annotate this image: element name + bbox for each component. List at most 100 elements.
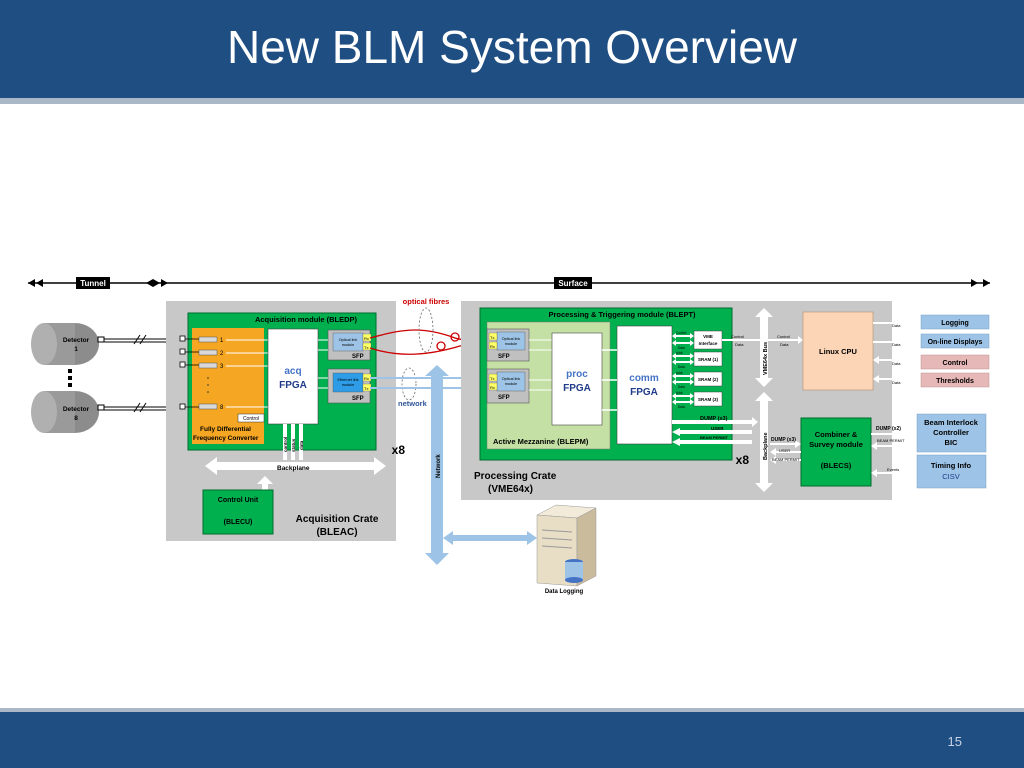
blecs-out-events: Events xyxy=(887,467,899,472)
tiny-data-3: Data xyxy=(678,385,685,389)
proc-tx-1: Tx xyxy=(490,335,494,340)
bus-label-control: control xyxy=(283,437,288,452)
detector-1: Detector 1 xyxy=(31,323,99,365)
timing-label-1: Timing Info xyxy=(931,461,972,470)
tiny-data-1: Data xyxy=(678,346,685,350)
data-logging-label: Data Logging xyxy=(545,589,584,595)
comm-fpga-label-1: comm xyxy=(629,373,659,384)
input-connectors xyxy=(179,335,199,410)
bus-label-status: status xyxy=(291,438,296,452)
sram-1-label: SRAM (1) xyxy=(698,357,719,362)
vme-control-label: Control xyxy=(731,334,744,339)
vme-data-label: Data xyxy=(735,342,744,347)
output-thresholds xyxy=(920,372,990,388)
proc-optical-1-label-1: Optical link xyxy=(502,337,521,341)
network-bundle-ring xyxy=(401,367,417,401)
acq-bus xyxy=(283,424,303,460)
tiny-data-2: Data xyxy=(678,365,685,369)
detector-cables xyxy=(97,334,180,413)
tiny-addr-2: Addr xyxy=(676,371,684,375)
proc-x8: x8 xyxy=(736,453,750,467)
cpu-data-label: Data xyxy=(780,342,789,347)
acq-backplane-arrow xyxy=(205,457,386,475)
optical-fibres-label: optical fibres xyxy=(403,297,450,306)
sram-2-label: SRAM (2) xyxy=(698,377,719,382)
acq-crate-label-1: Acquisition Crate xyxy=(296,514,379,525)
surface-label: Surface xyxy=(558,279,588,288)
comm-to-memory-arrows xyxy=(672,333,694,405)
converter-label-1: Fully Differential xyxy=(200,426,251,433)
proc-sfp-2-label: SFP xyxy=(498,395,510,401)
backplane-vertical-label: Backplane xyxy=(763,432,769,460)
channel-2: 2 xyxy=(220,351,224,357)
tiny-data-4: Data xyxy=(678,405,685,409)
surface-label-box xyxy=(554,277,592,289)
ethernet-link-label-1: Ethernet link xyxy=(337,378,358,382)
proc-fpga-label-2: FPGA xyxy=(563,383,591,394)
network-vertical-label: Network xyxy=(436,454,442,478)
optical-link-label-1: Optical link xyxy=(339,338,358,342)
comm-memory-tiny-labels: Control Data Addr Data Addr Data Addr Da… xyxy=(676,331,687,409)
acq-rx-2: Rx xyxy=(364,376,369,381)
proc-sfp-1: Tx Rx Optical link module SFP xyxy=(486,328,530,362)
proc-optical-1-label-2: module xyxy=(505,342,517,346)
timing-label-2: CISV xyxy=(942,472,960,481)
output-thresholds-label: Thresholds xyxy=(936,378,974,385)
network-to-logging-arrow xyxy=(443,531,537,545)
detector-8-label: Detector xyxy=(63,406,90,413)
vme-control-arrow xyxy=(722,336,803,344)
proc-tx-2: Tx xyxy=(490,376,494,381)
bus-label-data: data xyxy=(299,440,304,450)
vme-interface-label-1: VME xyxy=(703,334,713,339)
combiner-survey-module xyxy=(800,417,872,487)
output-logging-label: Logging xyxy=(941,320,969,327)
control-unit-arrow xyxy=(257,476,273,490)
channel-3: 3 xyxy=(220,364,224,370)
user-label: USER xyxy=(711,426,724,431)
control-unit xyxy=(202,489,274,535)
acq-rx-1: Rx xyxy=(364,336,369,341)
acq-sfp-1-label: SFP xyxy=(352,354,364,360)
blecs-output-arrows xyxy=(871,430,916,477)
slide-title: New BLM System Overview xyxy=(226,21,797,73)
fpga-to-sfp-lines xyxy=(318,339,328,389)
blecs-in-user: USER xyxy=(779,448,790,453)
sram-3 xyxy=(693,391,723,407)
output-control-label: Control xyxy=(943,360,968,367)
proc-to-comm-lines xyxy=(602,349,617,411)
beam-permit-arrow xyxy=(672,438,752,446)
dump-arrow xyxy=(672,417,758,427)
page-number: 15 xyxy=(947,734,962,749)
proc-sfp-2: Tx Rx Optical link module SFP xyxy=(486,368,530,404)
output-logging xyxy=(920,314,990,330)
combiner-label-3: (BLECS) xyxy=(821,461,852,470)
beam-interlock-controller xyxy=(916,413,987,453)
output-online-displays-label: On-line Displays xyxy=(928,339,983,346)
beam-permit-label: BEAM PERMIT xyxy=(700,435,729,440)
blecs-out-dump: DUMP (x2) xyxy=(876,426,901,432)
cpu-output-arrows xyxy=(873,319,916,383)
blecs-input-arrows xyxy=(770,440,801,464)
sram-3-label: SRAM (3) xyxy=(698,397,719,402)
slide-footer: 15 xyxy=(0,708,1024,768)
acq-sfp-2-label: SFP xyxy=(352,396,364,402)
blecs-in-dump: DUMP (x3) xyxy=(771,437,796,443)
acq-sfp-ethernet: Ethernet link module Rx Tx SFP xyxy=(327,368,372,404)
backplane-vertical-arrow xyxy=(755,392,773,492)
ethernet-link-label-2: module xyxy=(342,383,354,387)
output-data-label-4: Data xyxy=(892,380,901,385)
detector-8-number: 8 xyxy=(74,415,78,422)
acq-sfp-optical: Optical link module Rx Tx SFP xyxy=(327,329,372,361)
dump-label: DUMP (x3) xyxy=(700,416,728,422)
blecs-in-beam-permit: BEAM PERMIT xyxy=(772,457,800,462)
vme-bus-label: VME64x Bus xyxy=(763,342,769,375)
cpu-control-label: Control xyxy=(777,334,790,339)
acq-tx-1: Tx xyxy=(364,345,368,350)
acq-tx-2: Tx xyxy=(364,386,368,391)
fibre-bundle-ring xyxy=(418,307,434,353)
bic-label-2: Controller xyxy=(933,428,969,437)
processing-module-title: Processing & Triggering module (BLEPT) xyxy=(548,310,696,319)
timing-info xyxy=(916,454,987,489)
tiny-addr-3: Addr xyxy=(676,391,684,395)
